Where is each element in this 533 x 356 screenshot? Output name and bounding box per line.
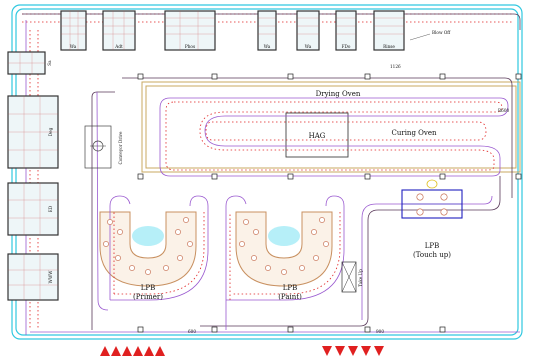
take-up: Take Up xyxy=(341,261,363,293)
label-lpb-primer-2: (Primer) xyxy=(133,293,163,301)
booth-wa-3 xyxy=(296,10,320,51)
booth-wa-2 xyxy=(257,10,277,51)
label-dist-left: 600 xyxy=(188,329,196,334)
label-curing-oven: Curing Oven xyxy=(391,129,436,137)
booth-phos xyxy=(164,10,216,51)
label-sa: Sa xyxy=(47,60,52,66)
label-www: WWW xyxy=(48,270,53,284)
label-wa-1: Wa xyxy=(70,44,77,49)
booth-wa-1 xyxy=(60,10,87,51)
drying-oven-outline xyxy=(141,81,521,173)
label-wa-2: Wa xyxy=(264,44,271,49)
lpb-touchup-booth: LPB (Touch up) xyxy=(401,179,463,259)
label-wa-3: Wa xyxy=(305,44,312,49)
label-lpb-paint-2: (Paint) xyxy=(278,293,302,301)
booth-adt xyxy=(102,10,136,51)
label-lpb-primer-1: LPB xyxy=(141,284,156,292)
label-conveyor-drive: Conveyor Drive xyxy=(118,131,123,165)
label-blow-off: Blow Off xyxy=(432,30,451,35)
main-conveyor xyxy=(91,77,513,330)
top-booths: Wa Adt Phos Wa Wa FDo Rinse xyxy=(60,10,405,51)
booth-www xyxy=(7,253,59,301)
column-markers xyxy=(137,73,522,333)
label-lpb-touchup-1: LPB xyxy=(425,242,440,250)
label-take-up: Take Up xyxy=(358,269,363,287)
left-booths: Sa Deg ED WWW xyxy=(7,51,59,301)
label-ed: ED xyxy=(48,205,53,212)
conveyor-drive: Conveyor Drive xyxy=(84,125,123,169)
label-fdo: FDo xyxy=(342,44,351,49)
entry-markers xyxy=(100,346,165,356)
label-rinse: Rinse xyxy=(383,44,395,49)
hag-box xyxy=(285,112,349,158)
lpb-primer-booth: LPB (Primer) xyxy=(99,195,209,301)
spray-zone-primer xyxy=(132,226,164,246)
label-phos: Phos xyxy=(185,44,195,49)
label-dist-top: 1126 xyxy=(390,64,401,69)
label-deg: Deg xyxy=(48,127,53,136)
booth-ed xyxy=(7,182,59,236)
label-lpb-paint-1: LPB xyxy=(283,284,298,292)
exit-markers xyxy=(322,346,384,356)
label-radius: R600 xyxy=(498,108,509,113)
label-dist-right: 900 xyxy=(376,329,384,334)
label-hag: HAG xyxy=(309,132,326,140)
lpb-paint-booth: LPB (Paint) xyxy=(225,195,345,330)
oven-area xyxy=(141,81,521,173)
label-drying-oven: Drying Oven xyxy=(316,90,361,98)
spray-zone-paint xyxy=(268,226,300,246)
label-lpb-touchup-2: (Touch up) xyxy=(413,251,451,259)
label-adt: Adt xyxy=(114,44,123,49)
booth-rinse xyxy=(373,10,405,51)
booth-fdo xyxy=(335,10,357,51)
